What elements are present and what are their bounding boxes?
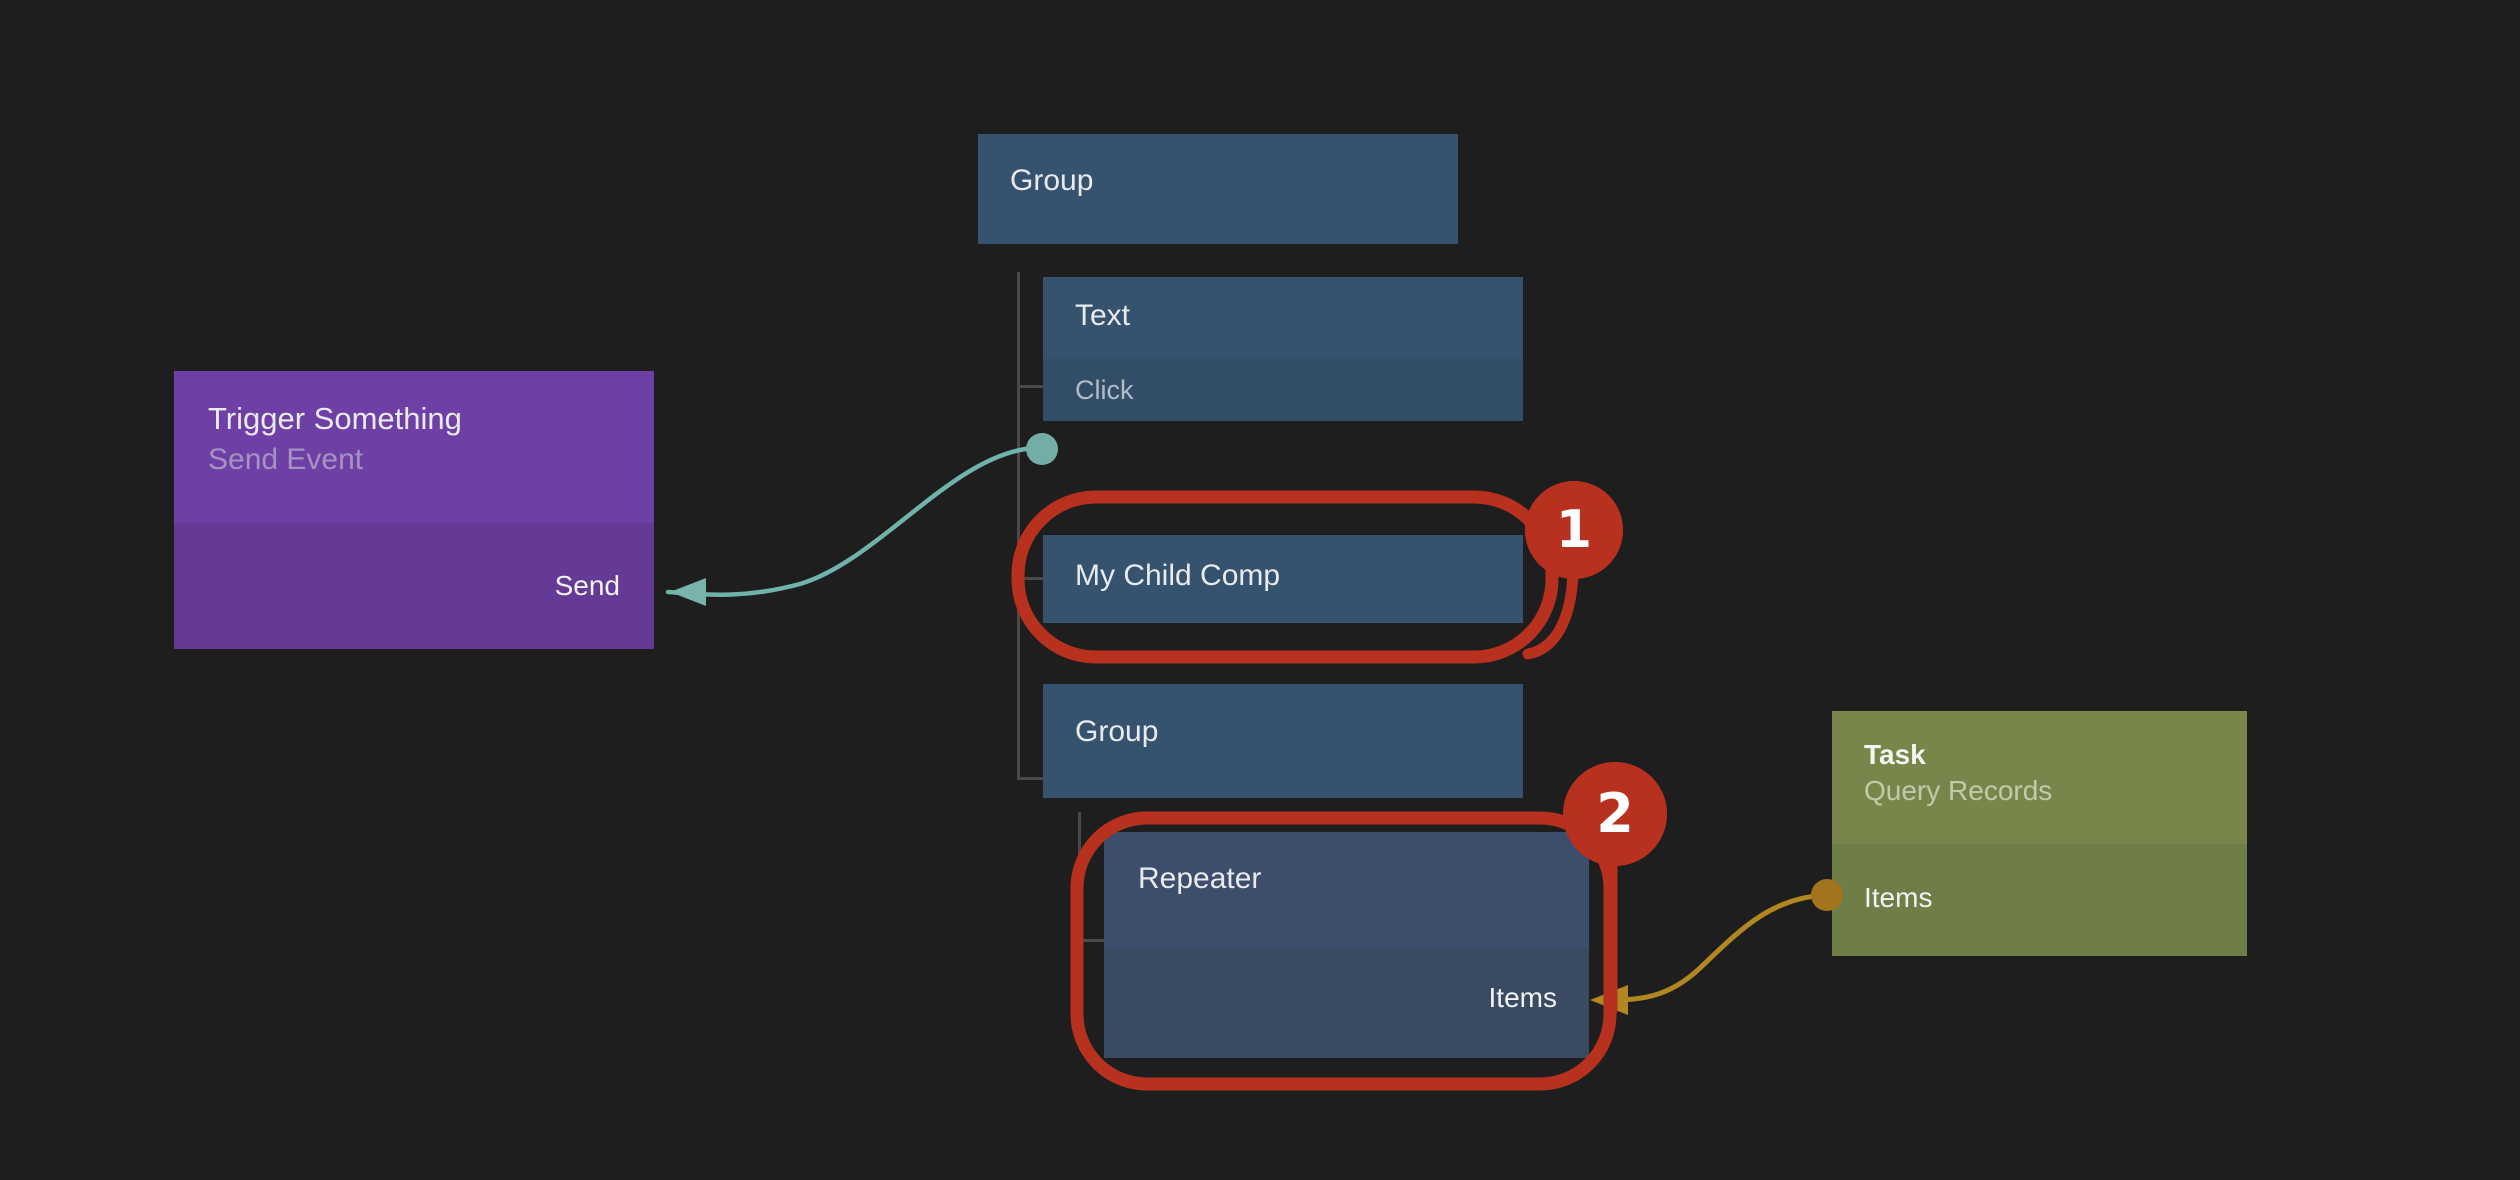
node-task-title: Task — [1864, 739, 1926, 770]
node-task-header: Task Query Records — [1832, 711, 2247, 844]
node-trigger-something[interactable]: Trigger Something Send Event Send — [174, 371, 654, 649]
wire-click-to-send — [665, 433, 1058, 606]
node-group-child-title: Group — [1075, 715, 1159, 748]
node-repeater-header: Repeater — [1104, 832, 1589, 948]
port-repeater-items[interactable]: Items — [1488, 982, 1557, 1013]
node-text-header: Text — [1043, 277, 1523, 359]
annotation-badge-1-number: 1 — [1555, 500, 1593, 560]
node-text-body: Click — [1043, 359, 1523, 421]
annotation-badge-2: 2 — [1563, 762, 1667, 866]
node-task-body: Items — [1832, 844, 2247, 956]
node-group-child-header: Group — [1043, 684, 1523, 798]
annotation-leader-1 — [1522, 560, 1579, 660]
port-task-items[interactable]: Items — [1864, 882, 1933, 913]
node-task-subtitle: Query Records — [1864, 775, 2053, 806]
node-my-child-comp-header: My Child Comp — [1043, 535, 1523, 623]
node-group-root-header: Group — [978, 134, 1458, 244]
node-repeater[interactable]: Repeater Items — [1104, 832, 1589, 1058]
tree-guide-vertical-repeater — [1078, 812, 1081, 942]
node-group-root[interactable]: Group — [978, 134, 1458, 244]
node-trigger-something-title: Trigger Something — [208, 401, 462, 436]
node-my-child-comp[interactable]: My Child Comp — [1043, 535, 1523, 623]
node-text[interactable]: Text Click — [1043, 277, 1523, 421]
node-text-title: Text — [1075, 299, 1131, 332]
tree-guide-vertical-main — [1017, 272, 1020, 780]
node-group-child[interactable]: Group — [1043, 684, 1523, 798]
node-my-child-comp-title: My Child Comp — [1075, 559, 1281, 592]
node-trigger-something-header: Trigger Something Send Event — [174, 371, 654, 523]
node-repeater-title: Repeater — [1138, 862, 1262, 895]
node-trigger-something-body: Send — [174, 523, 654, 649]
tree-guide-tick-repeater — [1078, 939, 1104, 942]
node-trigger-something-subtitle: Send Event — [208, 443, 364, 476]
tree-guide-tick-group — [1017, 777, 1043, 780]
port-dot-click[interactable] — [1026, 433, 1058, 465]
tree-guide-tick-mychildcomp — [1017, 577, 1043, 580]
tree-guide-tick-text — [1017, 385, 1043, 388]
annotation-badge-2-number: 2 — [1596, 782, 1634, 845]
node-group-root-title: Group — [1010, 164, 1094, 197]
node-task[interactable]: Task Query Records Items — [1832, 711, 2247, 956]
node-repeater-body: Items — [1104, 948, 1589, 1058]
wire-task-items-to-repeater-items — [1590, 879, 1843, 1015]
annotation-badge-1: 1 — [1525, 481, 1623, 579]
port-text-click[interactable]: Click — [1075, 375, 1134, 405]
port-trigger-send[interactable]: Send — [554, 570, 620, 601]
